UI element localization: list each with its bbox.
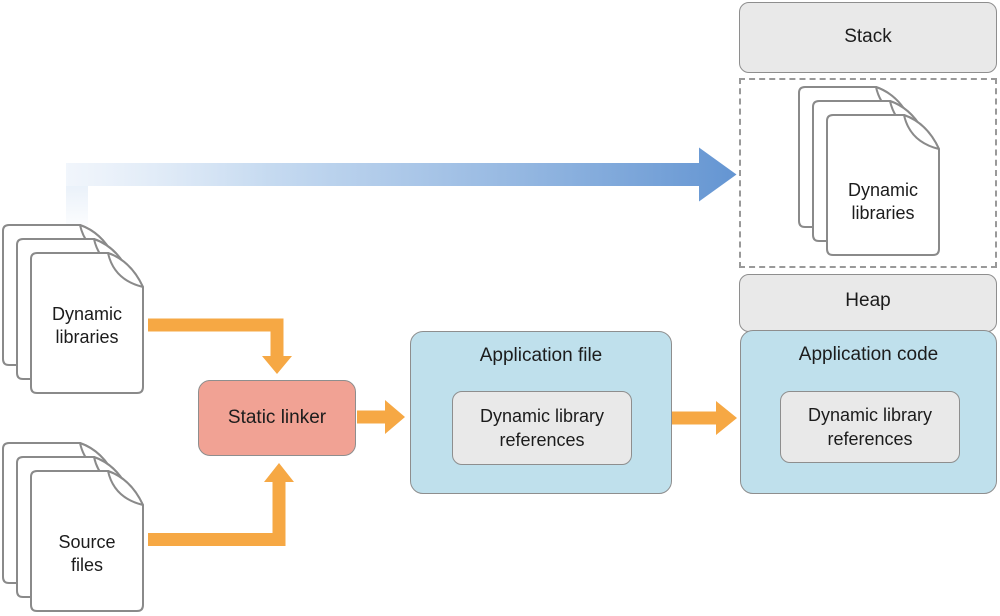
application-file-box: Application file Dynamic library referen… — [410, 331, 672, 494]
loaded-dynamic-libraries-label: Dynamic libraries — [847, 180, 918, 223]
application-code-references-box: Dynamic library references — [780, 391, 960, 463]
blue-load-arrow-tail — [66, 186, 88, 233]
stack-region-label: Stack — [844, 26, 892, 48]
orange-arrow-source-files-to-static-linker — [148, 463, 294, 546]
application-file-references-box: Dynamic library references — [452, 391, 632, 465]
orange-arrow-application-file-to-application-code — [672, 401, 737, 435]
static-linker-box: Static linker — [198, 380, 356, 456]
application-file-references-label: Dynamic library references — [479, 405, 605, 450]
application-file-title: Application file — [479, 345, 603, 366]
blue-load-arrow — [66, 147, 737, 202]
static-linker-label: Static linker — [227, 406, 327, 428]
stack-region-box: Stack — [739, 2, 997, 73]
orange-arrow-static-linker-to-application-file — [357, 400, 405, 434]
heap-region-label: Heap — [845, 290, 891, 311]
source-files-stack-icon — [2, 442, 144, 612]
loaded-libraries-dashed-box — [739, 78, 997, 268]
dynamic-libraries-label: Dynamic libraries — [51, 304, 122, 347]
source-files-label: Source files — [58, 532, 116, 575]
orange-arrow-dynamic-libraries-to-static-linker — [148, 318, 292, 374]
application-code-box: Application code Dynamic library referen… — [740, 330, 997, 494]
application-code-references-label: Dynamic library references — [807, 404, 933, 449]
heap-region-box: Heap — [739, 274, 997, 332]
application-code-title: Application code — [798, 344, 939, 365]
